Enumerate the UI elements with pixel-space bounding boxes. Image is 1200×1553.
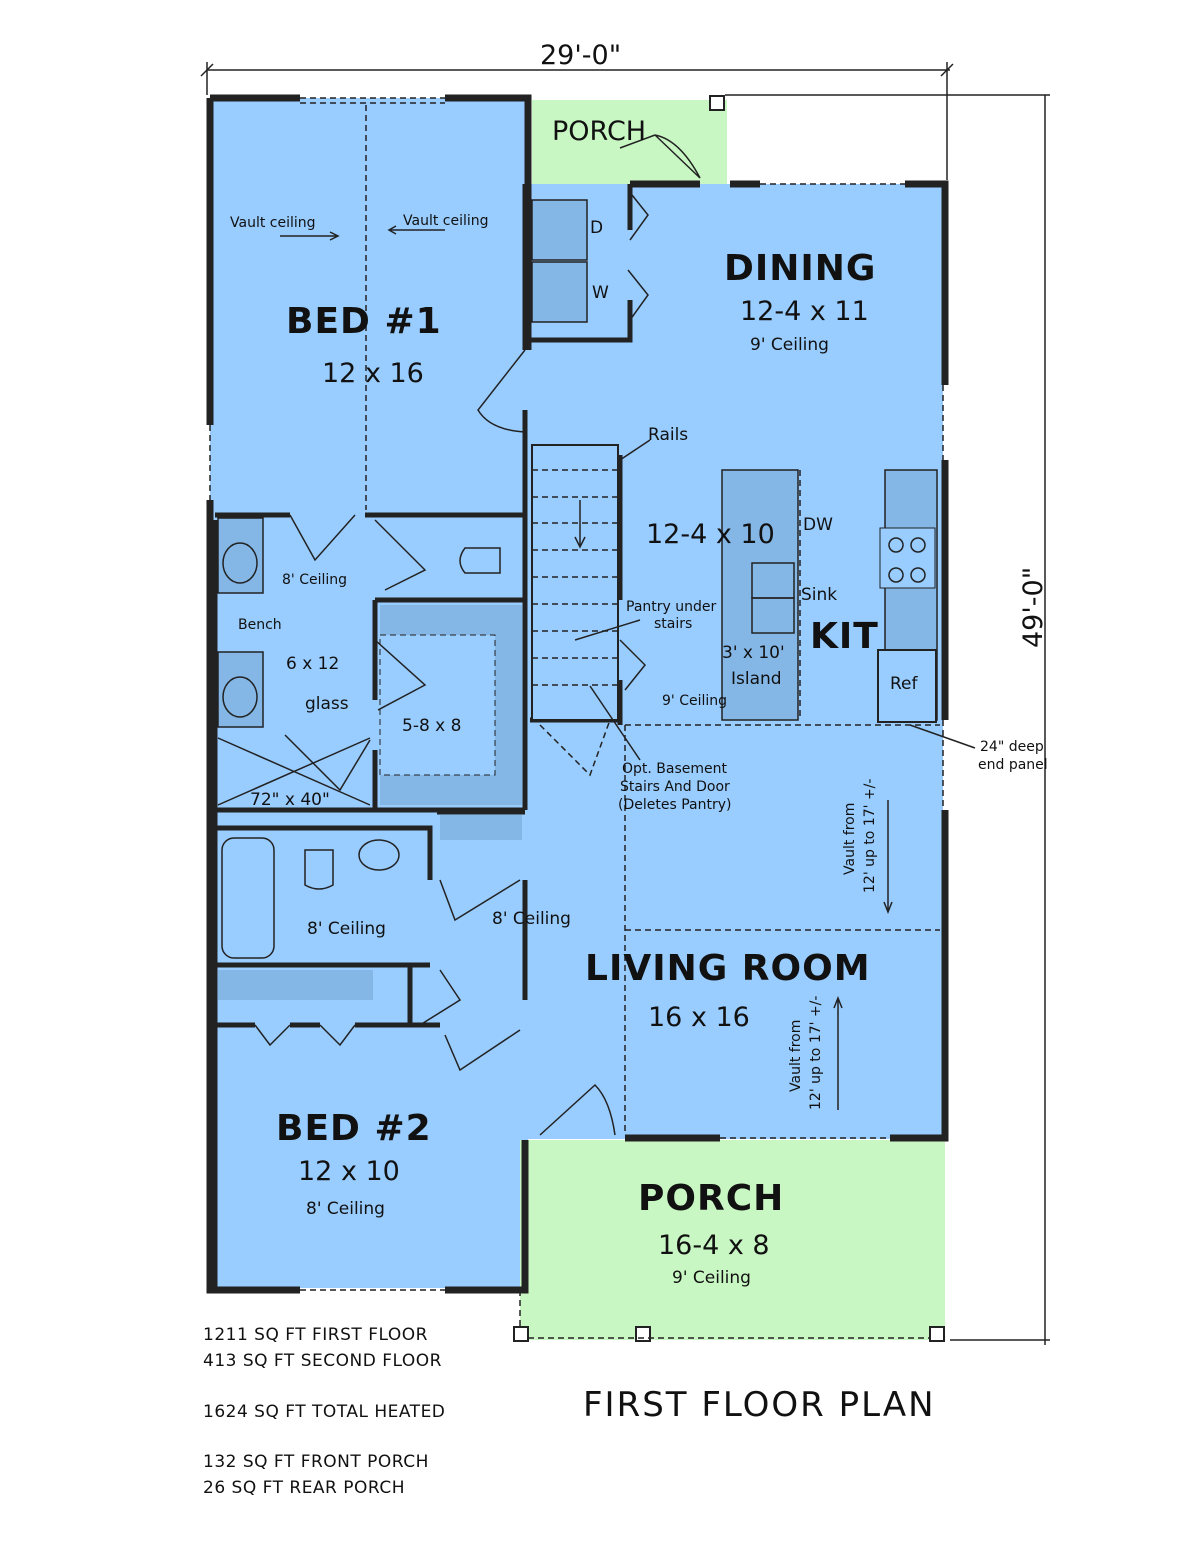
front-porch <box>520 1140 945 1340</box>
master-bath-size: 6 x 12 <box>286 654 339 674</box>
bed2-name: BED #2 <box>276 1108 432 1149</box>
toilet-icon <box>459 547 501 574</box>
washer <box>531 261 588 323</box>
vault-label-2: 12' up to 17' +/- <box>862 779 878 893</box>
kitchen-ceiling: 9' Ceiling <box>662 693 727 709</box>
opt-stairs-label: Opt. Basement <box>622 761 728 777</box>
bed1-size: 12 x 16 <box>322 358 424 389</box>
closet-size: 5-8 x 8 <box>402 716 461 736</box>
end-panel-label-2: end panel <box>978 757 1048 773</box>
vault-label: Vault from <box>788 1020 804 1092</box>
opt-stairs-label-2: Stairs And Door <box>620 779 730 795</box>
end-panel-label: 24" deep <box>980 739 1044 755</box>
glass-label: glass <box>305 694 349 714</box>
refrigerator <box>877 649 937 723</box>
bed2-ceiling: 8' Ceiling <box>306 1199 385 1219</box>
dishwasher-label: DW <box>803 515 833 535</box>
plan-title: FIRST FLOOR PLAN <box>583 1385 936 1425</box>
first-floor-sqft: 1211 SQ FT FIRST FLOOR <box>203 1325 428 1345</box>
shower <box>217 737 371 806</box>
living-room-name: LIVING ROOM <box>585 948 871 989</box>
washer-label: W <box>592 283 609 303</box>
island <box>721 469 799 721</box>
lavatory-icon <box>358 839 400 871</box>
opt-stairs-label-3: (Deletes Pantry) <box>618 797 731 813</box>
dining-size: 12-4 x 11 <box>740 296 869 327</box>
bench-label: Bench <box>238 617 282 633</box>
rear-porch-label: PORCH <box>552 116 646 147</box>
kitchen-name: KIT <box>810 616 879 657</box>
rear-porch <box>532 100 727 184</box>
bed2-size: 12 x 10 <box>298 1156 400 1187</box>
shower-size: 72" x 40" <box>250 790 330 810</box>
dining-name: DINING <box>724 248 876 289</box>
dryer-label: D <box>590 218 603 238</box>
range <box>879 527 936 589</box>
second-floor-sqft: 413 SQ FT SECOND FLOOR <box>203 1351 442 1371</box>
island-size: 3' x 10' <box>722 643 785 663</box>
ref-label: Ref <box>890 674 919 694</box>
stairs <box>531 444 619 721</box>
front-porch-ceiling: 9' Ceiling <box>672 1268 751 1288</box>
front-porch-name: PORCH <box>638 1178 784 1219</box>
depth-label: 49'-0" <box>1018 567 1049 648</box>
kitchen-size: 12-4 x 10 <box>646 519 775 550</box>
bathtub <box>221 837 275 959</box>
island-label: Island <box>731 669 782 689</box>
hall-ceiling: 8' Ceiling <box>492 909 571 929</box>
front-porch-size: 16-4 x 8 <box>658 1230 770 1261</box>
rails-label: Rails <box>648 425 688 445</box>
vault-ceiling-label: Vault ceiling <box>230 215 316 231</box>
vault-label-2: 12' up to 17' +/- <box>808 996 824 1110</box>
front-porch-sqft: 132 SQ FT FRONT PORCH <box>203 1452 429 1472</box>
closet-shelf <box>218 970 373 1000</box>
pantry-label: Pantry under <box>626 599 716 615</box>
bed1-name: BED #1 <box>286 301 442 342</box>
lavatory-icon <box>222 542 258 584</box>
pantry-label-2: stairs <box>654 616 692 632</box>
width-dimension: 29'-0" <box>200 40 954 180</box>
dining-ceiling: 9' Ceiling <box>750 335 829 355</box>
toilet-icon <box>304 849 334 890</box>
width-label: 29'-0" <box>540 40 621 71</box>
vault-label: Vault from <box>842 803 858 875</box>
hall-bath-ceiling: 8' Ceiling <box>307 919 386 939</box>
master-bath-ceiling: 8' Ceiling <box>282 572 347 588</box>
depth-dimension: 49'-0" <box>725 94 1050 1345</box>
rear-porch-sqft: 26 SQ FT REAR PORCH <box>203 1478 406 1498</box>
vault-ceiling-label: Vault ceiling <box>403 213 489 229</box>
dryer <box>531 199 588 261</box>
living-room-size: 16 x 16 <box>648 1002 750 1033</box>
burner-icon <box>888 537 904 553</box>
total-heated-sqft: 1624 SQ FT TOTAL HEATED <box>203 1402 446 1422</box>
sink-label: Sink <box>801 585 837 605</box>
